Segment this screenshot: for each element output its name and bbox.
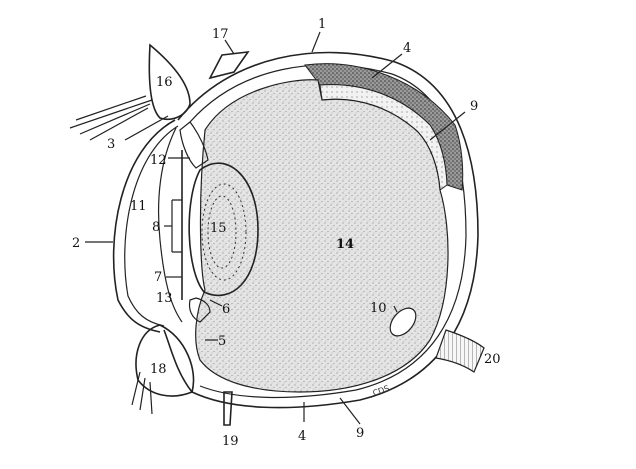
label-4-bottom: 4	[298, 429, 306, 444]
label-3: 3	[107, 137, 115, 152]
upper-eyelid	[148, 43, 191, 120]
anterior-chamber-divider	[157, 127, 183, 323]
label-18: 18	[150, 362, 167, 377]
label-15: 15	[210, 221, 227, 236]
eyelashes-lower	[131, 371, 153, 415]
label-4-top: 4	[403, 41, 411, 56]
label-9-bottom: 9	[356, 426, 364, 441]
label-20: 20	[484, 352, 501, 367]
label-9-top: 9	[470, 99, 478, 114]
label-12: 12	[150, 153, 167, 168]
lens	[188, 162, 259, 297]
label-6: 6	[222, 302, 230, 317]
label-10: 10	[370, 301, 387, 316]
label-19: 19	[222, 434, 239, 449]
label-14: 14	[336, 237, 354, 252]
sclera-outer	[163, 51, 479, 409]
extraocular-muscle-bottom	[223, 391, 233, 426]
ciliary-body-upper	[179, 121, 209, 169]
label-17: 17	[212, 27, 229, 42]
label-13: 13	[156, 291, 173, 306]
pupil-bracket	[171, 199, 182, 253]
lens-nucleus-outer	[201, 183, 247, 281]
label-1: 1	[318, 17, 326, 32]
leader-lines	[85, 31, 466, 425]
label-16: 16	[156, 75, 173, 90]
lens-nucleus-inner	[207, 195, 237, 269]
ciliary-body-lower	[188, 297, 211, 323]
label-8: 8	[152, 220, 160, 235]
extraocular-muscle-top	[208, 51, 250, 80]
vitreous-body	[195, 79, 449, 393]
optic-nerve	[435, 329, 485, 373]
label-11: 11	[130, 199, 147, 214]
eyelashes-upper	[69, 95, 153, 141]
artist-signature: CDS.	[372, 383, 393, 398]
cornea-inner	[124, 125, 179, 327]
label-2: 2	[72, 236, 80, 251]
optic-disc	[389, 307, 417, 337]
cornea	[112, 119, 176, 333]
label-5: 5	[218, 334, 226, 349]
lower-eyelid	[135, 324, 195, 397]
label-7: 7	[154, 270, 162, 285]
